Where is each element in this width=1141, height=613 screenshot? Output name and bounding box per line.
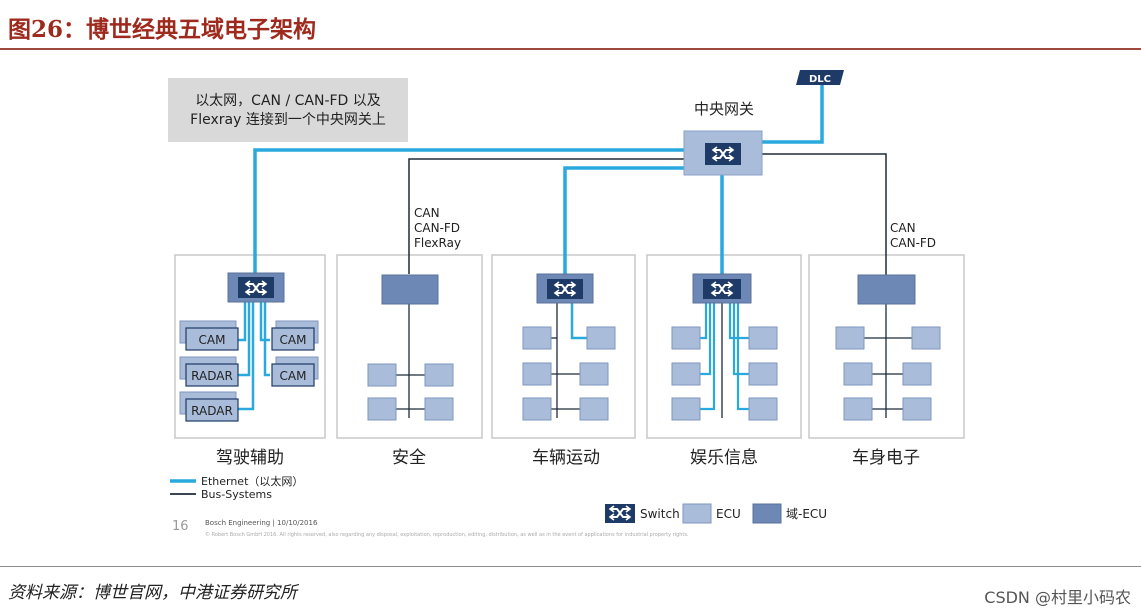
adas-sensor-left-0 — [185, 327, 239, 351]
gateway-label: 中央网关 — [694, 100, 754, 118]
adas-sensor-label-right-0: CAM — [280, 333, 307, 347]
adas-sensors — [185, 327, 315, 422]
figure-source: 资料来源：博世官网，中港证券研究所 — [8, 583, 297, 603]
callout-line1: 以太网，CAN / CAN-FD 以及 — [195, 93, 381, 109]
safety-ecus — [367, 363, 454, 421]
infotainment-ecus — [671, 326, 778, 421]
chassis-ethernet-link — [570, 302, 587, 340]
adas-sensor-label-left-0: CAM — [199, 333, 226, 347]
dlc-connector — [796, 70, 844, 85]
bus-label-safety-0: CAN — [414, 206, 440, 220]
body-ecus — [835, 326, 941, 421]
adas-sensor-left-1 — [185, 363, 239, 387]
domain-label-safety: 安全 — [392, 448, 426, 468]
adas-sensor-right-0 — [271, 327, 315, 351]
domain-label-body: 车身电子 — [852, 448, 920, 468]
title-rule — [0, 48, 1141, 50]
legend-ethernet-label: Ethernet（以太网） — [201, 475, 303, 488]
ethernet-trunk-lines — [253, 85, 824, 277]
watermark-credit: CSDN @村里小码农 — [984, 588, 1131, 607]
bus-label-body-1: CAN-FD — [890, 236, 936, 250]
callout-line2: Flexray 连接到一个中央网关上 — [190, 111, 386, 128]
slide-page-number: 16 — [172, 519, 189, 534]
adas-sensor-right-1 — [271, 363, 315, 387]
domain-label-adas: 驾驶辅助 — [216, 448, 284, 468]
chassis-bus-links — [551, 302, 580, 418]
bus-label-safety-2: FlexRay — [414, 236, 461, 250]
body-bus-links — [864, 304, 912, 418]
legend-domain-ecu-label: 域-ECU — [786, 507, 827, 521]
slide-copyright: © Robert Bosch GmbH 2016. All rights res… — [205, 531, 689, 538]
chassis-ecus — [522, 326, 616, 421]
domain-label-chassis: 车辆运动 — [532, 448, 600, 468]
domain-label-infotainment: 娱乐信息 — [690, 448, 758, 468]
body-domain-ecu — [857, 274, 916, 305]
adas-sensor-label-right-1: CAM — [280, 369, 307, 383]
legend-ecu-swatch — [682, 503, 712, 524]
infotainment-ethernet-links — [700, 302, 749, 411]
bus-label-body-0: CAN — [890, 221, 916, 235]
safety-bus-links — [396, 304, 425, 418]
bus-trunk-lines — [408, 153, 887, 275]
figure-title: 图26：博世经典五域电子架构 — [8, 16, 317, 43]
source-rule — [0, 566, 1141, 567]
adas-sensor-left-2 — [185, 398, 239, 422]
legend-switch-label: Switch — [640, 507, 680, 521]
legend-domain-ecu-swatch — [752, 503, 782, 524]
safety-domain-ecu — [381, 274, 439, 305]
bus-label-safety-1: CAN-FD — [414, 221, 460, 235]
dlc-label: DLC — [809, 74, 831, 85]
callout-box — [168, 78, 408, 142]
adas-sensor-label-left-1: RADAR — [191, 369, 233, 383]
legend-ecu-label: ECU — [716, 507, 741, 521]
legend-bus-label: Bus-Systems — [201, 488, 272, 501]
adas-ethernet-links — [238, 302, 270, 411]
adas-sensor-label-left-2: RADAR — [191, 404, 233, 418]
slide-company: Bosch Engineering | 10/10/2016 — [205, 519, 318, 527]
